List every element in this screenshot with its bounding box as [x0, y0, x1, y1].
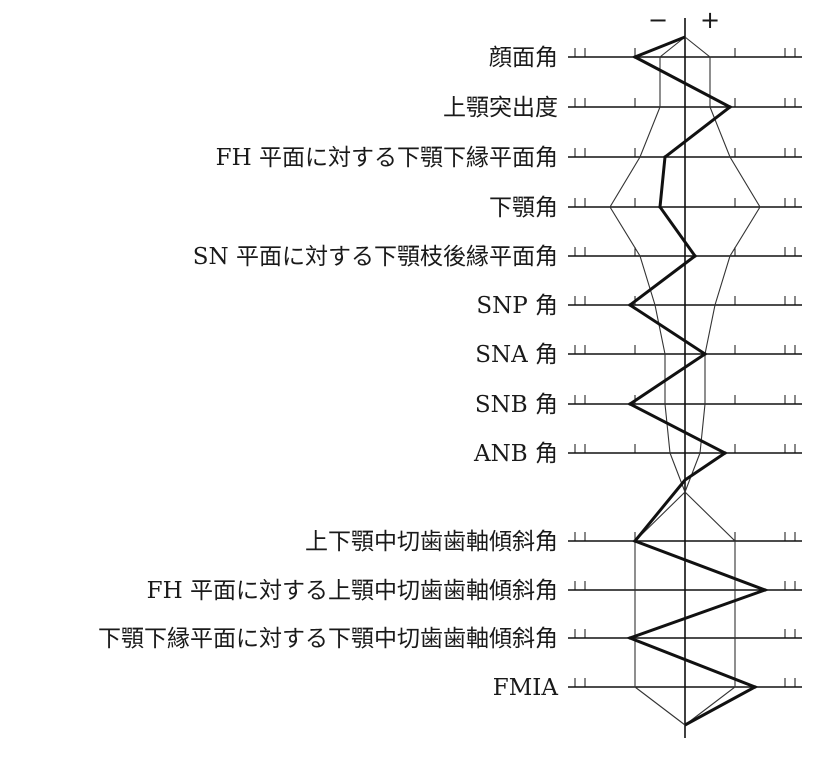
patient-profile	[625, 35, 770, 727]
patient-point	[633, 55, 637, 59]
row-label: 顔面角	[489, 45, 558, 71]
row-label: SNP 角	[476, 293, 558, 319]
plus-sign-label: +	[700, 6, 720, 34]
row-label: 上下顎中切歯歯軸傾斜角	[305, 529, 558, 555]
patient-point	[763, 588, 767, 592]
patient-point	[663, 155, 667, 159]
patient-point	[728, 105, 732, 109]
row-label: FH 平面に対する上顎中切歯歯軸傾斜角	[147, 578, 558, 604]
row-label: ANB 角	[473, 441, 558, 467]
patient-point	[633, 539, 637, 543]
axis-grid	[568, 18, 802, 738]
row-label: 上顎突出度	[443, 95, 558, 121]
row-label: 下顎下縁平面に対する下顎中切歯歯軸傾斜角	[98, 626, 558, 652]
patient-point	[628, 303, 632, 307]
row-label: SNB 角	[475, 392, 558, 418]
row-label: FMIA	[493, 675, 559, 701]
patient-line	[625, 35, 770, 727]
patient-point	[723, 451, 727, 455]
patient-point	[693, 254, 697, 258]
patient-point	[628, 402, 632, 406]
row-label: FH 平面に対する下顎下縁平面角	[216, 145, 558, 171]
row-label: SN 平面に対する下顎枝後縁平面角	[193, 244, 558, 270]
patient-point	[753, 685, 757, 689]
row-label: 下顎角	[489, 195, 558, 221]
patient-point	[628, 636, 632, 640]
patient-point	[703, 352, 707, 356]
minus-sign-label: −	[648, 6, 668, 34]
patient-point	[658, 205, 662, 209]
sd-upper-line	[684, 36, 761, 726]
row-label: SNA 角	[475, 342, 558, 368]
